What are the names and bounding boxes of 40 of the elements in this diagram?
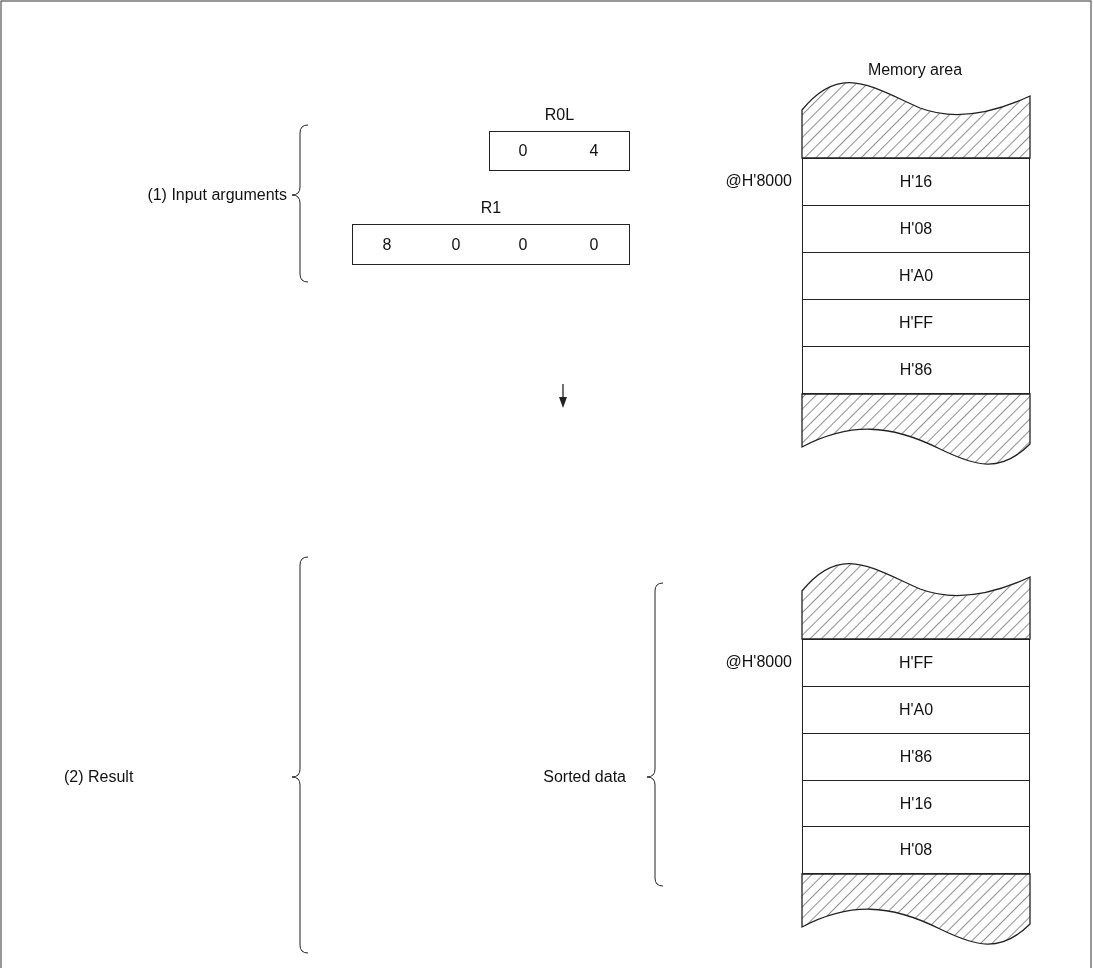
memory-value: H'A0 — [897, 700, 935, 720]
hatched-memory-region — [801, 393, 1031, 465]
register-digit: 0 — [588, 234, 600, 255]
memory-value: H'A0 — [897, 266, 935, 286]
register-digit: 8 — [381, 234, 393, 255]
memory-cell — [802, 252, 1030, 300]
memory-value: H'08 — [898, 840, 934, 860]
memory-cell — [802, 780, 1030, 827]
memory-value: H'FF — [897, 653, 935, 673]
memory-value: H'08 — [898, 219, 934, 239]
register-name: R1 — [479, 198, 503, 218]
address-label: @H'8000 — [725, 652, 792, 672]
register-digit: 0 — [517, 141, 529, 161]
register-digit: 0 — [450, 234, 462, 255]
section-label: (1) Input arguments — [147, 185, 287, 205]
hatched-memory-region — [801, 873, 1031, 945]
register-digit: 4 — [588, 141, 600, 161]
hatched-memory-region — [801, 81, 1031, 159]
hatched-memory-region — [801, 562, 1031, 640]
address-label: @H'8000 — [725, 171, 792, 191]
register-box — [352, 224, 630, 265]
memory-value: H'FF — [897, 313, 935, 333]
memory-cell — [802, 346, 1030, 394]
memory-cell — [802, 299, 1030, 347]
memory-value: H'16 — [898, 172, 934, 192]
register-box — [489, 131, 630, 171]
memory-cell — [802, 733, 1030, 781]
brace-label: Sorted data — [543, 767, 626, 787]
memory-cell — [802, 686, 1030, 734]
memory-cell — [802, 826, 1030, 874]
memory-cell — [802, 205, 1030, 253]
memory-cell — [802, 639, 1030, 687]
memory-value: H'86 — [898, 360, 934, 380]
memory-cell — [802, 158, 1030, 206]
register-name: R0L — [543, 105, 576, 125]
memory-value: H'16 — [898, 793, 934, 814]
memory-area-title: Memory area — [866, 60, 964, 80]
register-digit: 0 — [517, 234, 529, 255]
section-label: (2) Result — [64, 767, 134, 787]
memory-value: H'86 — [898, 747, 934, 767]
